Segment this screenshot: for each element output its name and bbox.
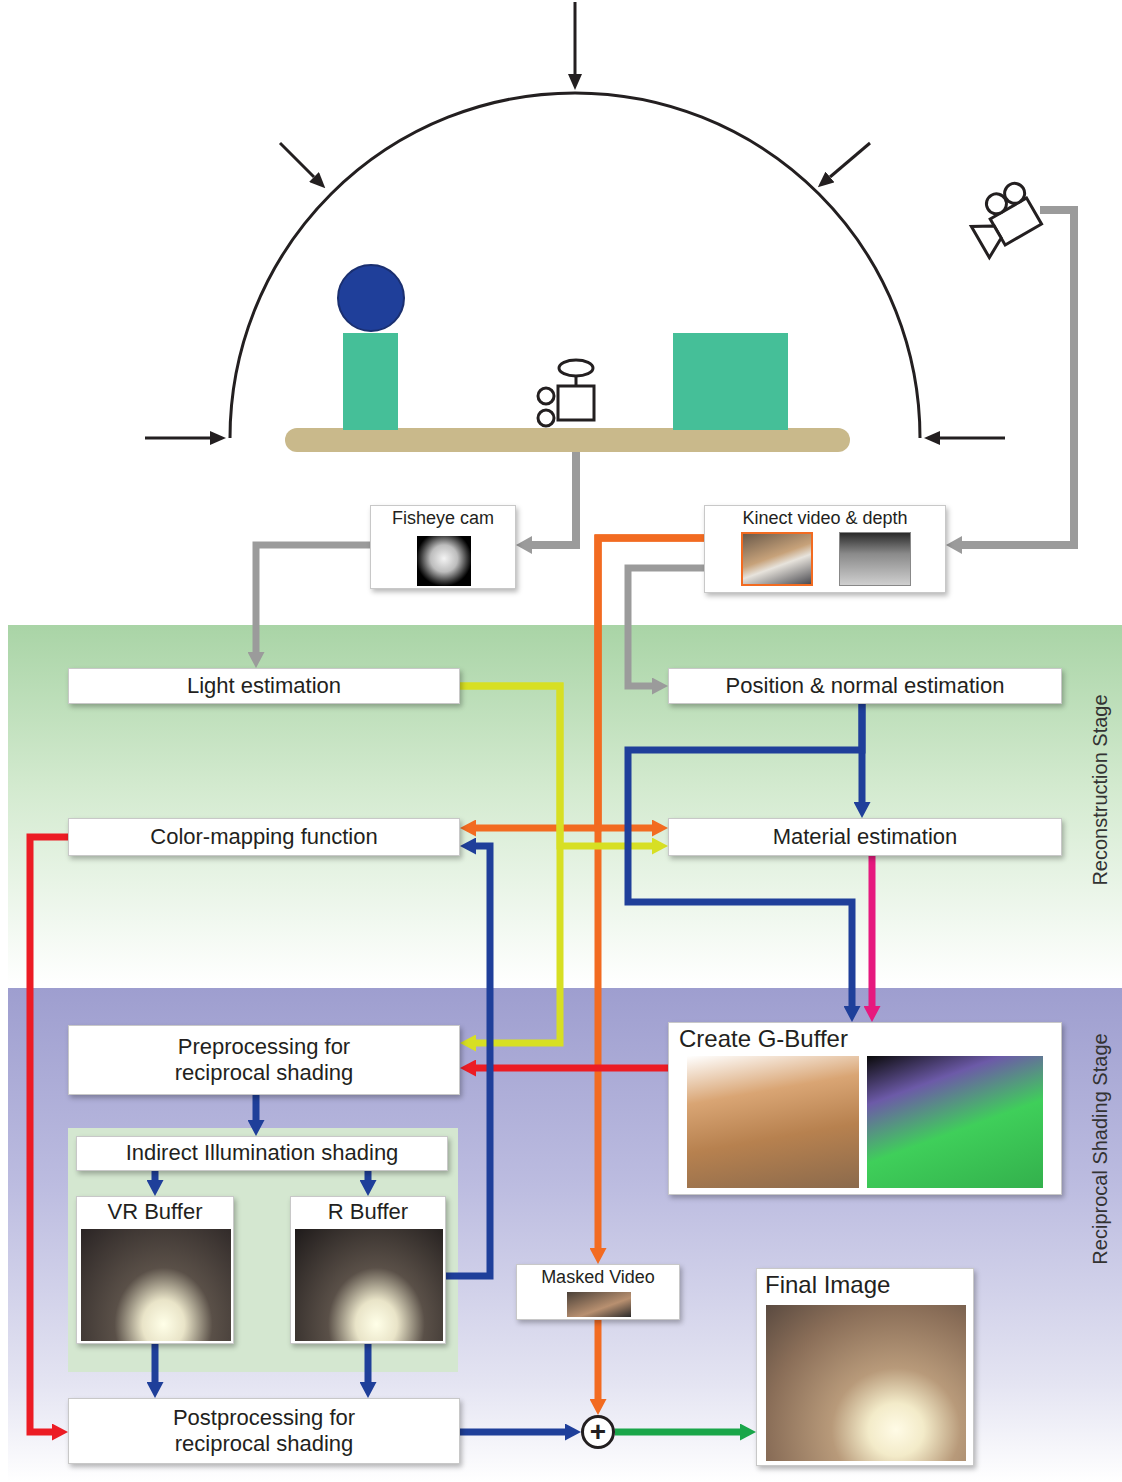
camera-lens (971, 216, 1006, 257)
light-arrow (830, 143, 870, 177)
sum-symbol: + (590, 1418, 606, 1446)
camera-reel (538, 410, 554, 426)
stage-label: Reciprocal Shading Stage (1088, 1033, 1112, 1264)
table-surface (285, 428, 850, 452)
flow-arrow (598, 538, 704, 828)
photo-thumbnail (766, 1305, 966, 1461)
label-holder: Reciprocal Shading Stage (1082, 988, 1118, 1310)
stage-band: Reconstruction Stage Light estimation Posi… (8, 625, 1122, 985)
process-box: Material estimation (668, 818, 1062, 856)
box-label: VR Buffer (108, 1199, 203, 1225)
process-box: Preprocessing for reciprocal shading (68, 1025, 460, 1095)
flow-arrow (30, 837, 68, 1432)
signal-wire (532, 452, 576, 545)
photo-thumbnail (417, 536, 471, 586)
input-box: Kinect video & depth (704, 505, 946, 593)
group-panel (68, 1128, 458, 1372)
signal-wire (962, 210, 1074, 545)
flow-arrow (460, 1429, 565, 1436)
camera-reel (1001, 180, 1028, 207)
box-label: R Buffer (328, 1199, 408, 1225)
box-label: Position & normal estimation (726, 673, 1005, 699)
photo-thumbnail (295, 1229, 443, 1341)
photo-thumbnail (867, 1056, 1043, 1188)
box-label: Final Image (765, 1271, 890, 1300)
light-arrow (145, 437, 210, 440)
connectors (30, 538, 872, 1432)
box-label: Material estimation (773, 824, 958, 850)
light-arrow (574, 2, 577, 74)
process-box: Light estimation (68, 668, 460, 704)
scene-illustration (0, 0, 1122, 620)
flow-arrow (595, 1320, 602, 1399)
photo-thumbnail (81, 1229, 231, 1341)
flow-arrow (460, 686, 652, 846)
camera-lens (559, 360, 593, 376)
box-label: Kinect video & depth (742, 508, 907, 530)
camera-body (558, 386, 594, 420)
flow-arrow (615, 1429, 740, 1436)
photo-thumbnail (839, 532, 911, 586)
box-label: Color-mapping function (150, 824, 377, 850)
scene-object (338, 265, 404, 331)
flow-arrow (869, 856, 876, 1006)
box-label: Create G-Buffer (679, 1025, 848, 1054)
light-arrow (280, 143, 314, 177)
process-box: Color-mapping function (68, 818, 460, 856)
stage-label: Reconstruction Stage (1088, 694, 1112, 885)
input-box: Fisheye cam (370, 505, 516, 589)
flow-arrow (476, 1065, 668, 1072)
process-box: Postprocessing for reciprocal shading (68, 1398, 460, 1464)
camera-reel (538, 388, 554, 404)
flow-arrow (152, 1171, 159, 1180)
photo-thumbnail (687, 1056, 859, 1188)
flow-arrow (256, 545, 370, 652)
video-camera-icon (963, 180, 1045, 258)
video-box: Masked Video (516, 1264, 680, 1320)
photo-thumbnail (741, 532, 813, 586)
buffer-box: VR Buffer (76, 1196, 234, 1344)
flow-arrow (628, 704, 862, 1006)
environment-dome (230, 93, 920, 438)
stage-band: Reciprocal Shading Stage Preprocessing fo… (8, 988, 1122, 1482)
flow-arrow (152, 1344, 159, 1382)
flow-arrow (253, 1095, 260, 1120)
flow-arrow (598, 538, 704, 1248)
flow-arrow (628, 568, 704, 686)
box-label: Indirect Illumination shading (126, 1140, 399, 1166)
label-holder: Reconstruction Stage (1082, 625, 1118, 955)
box-label: Preprocessing for reciprocal shading (139, 1034, 389, 1087)
scene-object (343, 333, 398, 430)
buffer-box: R Buffer (290, 1196, 446, 1344)
flow-arrow (365, 1171, 372, 1180)
buffer-box: Create G-Buffer (668, 1022, 1062, 1195)
photo-thumbnail (567, 1292, 631, 1317)
light-arrow (940, 437, 1005, 440)
flow-arrow (446, 846, 490, 1276)
flow-arrow (365, 1344, 372, 1382)
scene-object (673, 333, 788, 430)
box-label: Light estimation (187, 673, 341, 699)
process-box: Indirect Illumination shading (76, 1136, 448, 1171)
sum-circle: + (581, 1415, 615, 1449)
fisheye-camera-icon (538, 360, 594, 426)
process-box: Position & normal estimation (668, 668, 1062, 704)
output-box: Final Image (756, 1268, 974, 1466)
box-label: Postprocessing for reciprocal shading (139, 1405, 389, 1458)
flow-arrow (460, 686, 560, 1043)
box-label: Masked Video (541, 1267, 655, 1289)
box-label: Fisheye cam (392, 508, 494, 530)
